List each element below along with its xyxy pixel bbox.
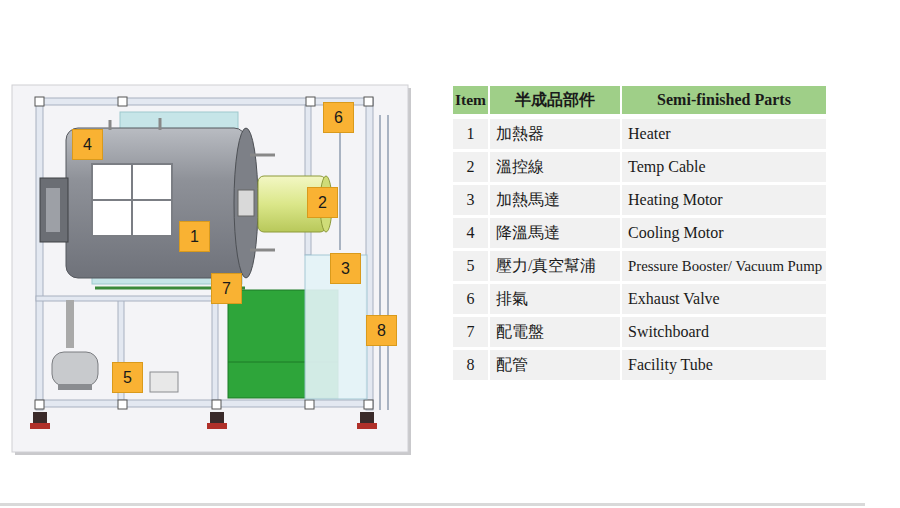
callout-number: 6	[334, 110, 343, 126]
item-number: 6	[467, 290, 475, 308]
callout-box: 7	[211, 273, 242, 304]
table-cell: 1	[453, 119, 488, 149]
callout-box: 5	[112, 362, 143, 393]
table-cell: 6	[453, 284, 488, 314]
table-cell: 配管	[490, 350, 620, 380]
part-name-en: Facility Tube	[628, 356, 713, 374]
item-header: Item	[455, 91, 486, 108]
table-cell: Pressure Booster/ Vacuum Pump	[622, 251, 826, 281]
part-name-en: Temp Cable	[628, 158, 706, 176]
table-cell: 7	[453, 317, 488, 347]
table-cell: Facility Tube	[622, 350, 826, 380]
part-name-zh: 排氣	[496, 290, 528, 308]
item-number: 5	[467, 257, 475, 275]
table-cell: 2	[453, 152, 488, 182]
table-cell: 降溫馬達	[490, 218, 620, 248]
part-name-zh: 配電盤	[496, 323, 544, 341]
item-number: 4	[467, 224, 475, 242]
table-header-cell: Item	[453, 86, 488, 114]
item-number: 8	[467, 356, 475, 374]
table-cell: Exhaust Valve	[622, 284, 826, 314]
item-number: 1	[467, 125, 475, 143]
table-cell: Heater	[622, 119, 826, 149]
callout-box: 3	[330, 253, 361, 284]
table-cell: 壓力/真空幫浦	[490, 251, 620, 281]
item-number: 7	[467, 323, 475, 341]
table-cell: Heating Motor	[622, 185, 826, 215]
callout-number: 8	[377, 323, 386, 339]
table-cell: 5	[453, 251, 488, 281]
table-cell: 3	[453, 185, 488, 215]
table-cell: Switchboard	[622, 317, 826, 347]
callout-box: 6	[323, 102, 354, 133]
table-cell: 加熱器	[490, 119, 620, 149]
part-name-zh: 加熱馬達	[496, 191, 560, 209]
part-header-zh: 半成品部件	[515, 91, 595, 109]
callout-box: 1	[179, 221, 210, 252]
part-name-zh: 溫控線	[496, 158, 544, 176]
part-name-en: Pressure Booster/ Vacuum Pump	[628, 258, 822, 274]
part-name-en: Exhaust Valve	[628, 290, 720, 308]
table-cell: Cooling Motor	[622, 218, 826, 248]
callout-box: 8	[366, 315, 397, 346]
callout-number: 7	[222, 281, 231, 297]
part-name-zh: 加熱器	[496, 125, 544, 143]
part-name-en: Switchboard	[628, 323, 709, 341]
part-name-en: Cooling Motor	[628, 224, 724, 242]
table-cell: Temp Cable	[622, 152, 826, 182]
callout-box: 4	[72, 129, 103, 160]
part-name-zh: 降溫馬達	[496, 224, 560, 242]
callout-number: 3	[341, 261, 350, 277]
table-cell: 配電盤	[490, 317, 620, 347]
part-name-en: Heating Motor	[628, 191, 723, 209]
part-name-zh: 配管	[496, 356, 528, 374]
table-header-cell: Semi-finished Parts	[622, 86, 826, 114]
callout-number: 1	[190, 229, 199, 245]
callout-number: 2	[318, 195, 327, 211]
part-name-en: Heater	[628, 125, 671, 143]
callout-box: 2	[307, 187, 338, 218]
part-name-zh: 壓力/真空幫浦	[496, 257, 596, 275]
table-cell: 4	[453, 218, 488, 248]
item-number: 3	[467, 191, 475, 209]
table-cell: 溫控線	[490, 152, 620, 182]
table-header-cell: 半成品部件	[490, 86, 620, 114]
item-number: 2	[467, 158, 475, 176]
table-cell: 加熱馬達	[490, 185, 620, 215]
table-cell: 排氣	[490, 284, 620, 314]
callout-number: 4	[83, 137, 92, 153]
callout-number: 5	[123, 370, 132, 386]
table-cell: 8	[453, 350, 488, 380]
part-header-en: Semi-finished Parts	[657, 91, 791, 109]
